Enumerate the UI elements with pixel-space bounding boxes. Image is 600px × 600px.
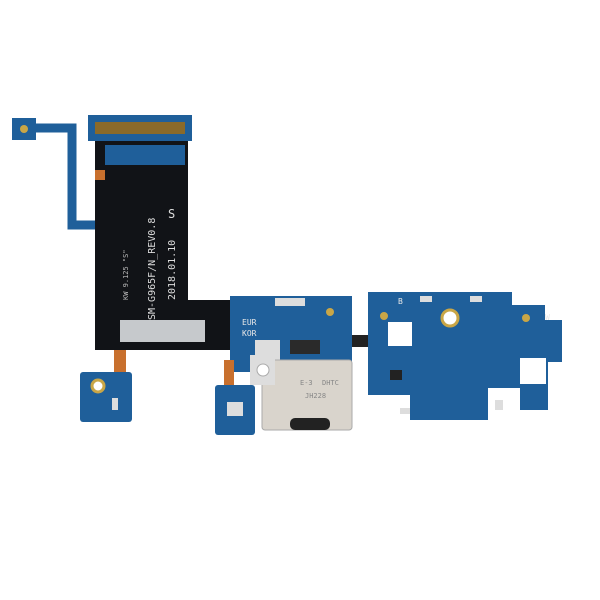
board-code-text: KW 9.125 "S" (122, 249, 130, 300)
samsung-logo-mark: S (168, 207, 175, 221)
main-black-flex: SM-G965F/N_REV0.8 2018.01.10 KW 9.125 "S… (88, 115, 240, 350)
board-date-text: 2018.01.10 (167, 240, 178, 300)
port-text-dhtc: DHTC (322, 379, 339, 387)
port-text-jh228: JH228 (305, 392, 326, 400)
microphone-board: B W (368, 292, 562, 420)
region-eur-text: EUR (242, 318, 257, 327)
mark-w-text: W (545, 313, 550, 322)
board-model-text: SM-G965F/N_REV0.8 (147, 218, 158, 320)
region-kor-text: KOR (242, 329, 257, 338)
port-text-e3: E-3 (300, 379, 313, 387)
charging-port-board: EUR KOR E-3 DHTC JH228 (215, 296, 377, 435)
mark-b-text: B (398, 297, 403, 306)
